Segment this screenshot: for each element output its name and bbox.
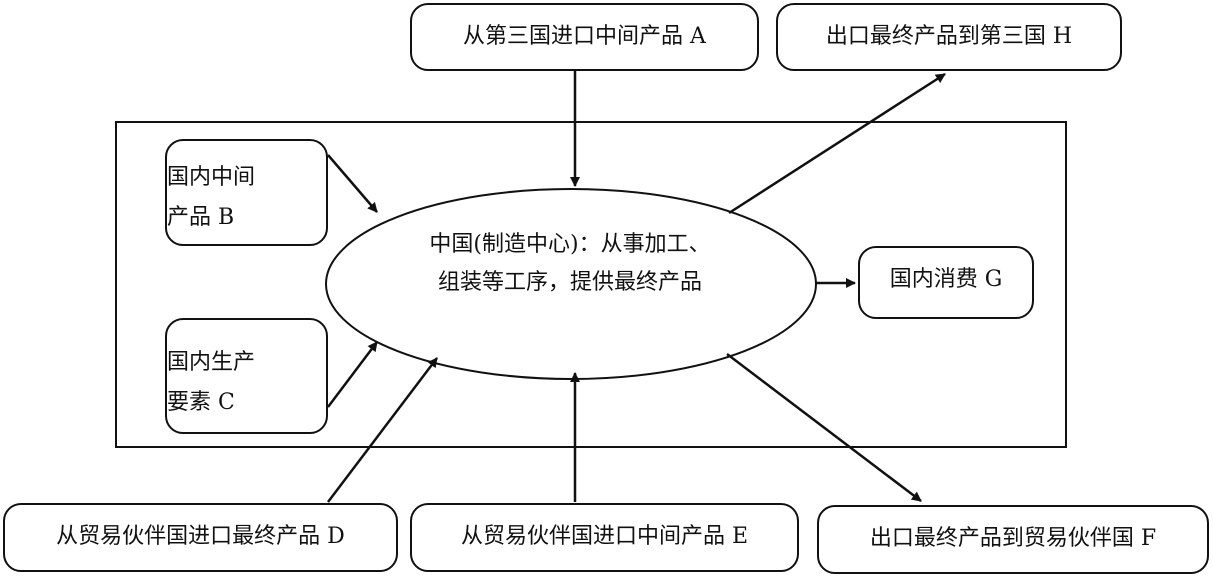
node-b-line1: 国内中间: [167, 164, 256, 190]
center-label-line2: 组装等工序，提供最终产品: [437, 270, 702, 295]
china-boundary-frame: [115, 121, 1067, 448]
node-c-line1: 国内生产: [167, 350, 256, 375]
node-g-label: 国内消费 G: [889, 266, 1003, 292]
node-e-import-intermediate-partner: 从贸易伙伴国进口中间产品 E: [410, 503, 799, 572]
node-e-label: 从贸易伙伴国进口中间产品 E: [460, 524, 749, 549]
node-d-import-final-partner: 从贸易伙伴国进口最终产品 D: [3, 503, 398, 572]
node-a-import-intermediate-third-country: 从第三国进口中间产品 A: [410, 3, 759, 71]
edge-d-to-center: [327, 357, 438, 503]
node-h-label: 出口最终产品到第三国 H: [825, 24, 1073, 49]
node-f-label: 出口最终产品到贸易伙伴国 F: [869, 526, 1157, 551]
node-b-domestic-intermediate: 国内中间 产品 B: [165, 139, 328, 246]
node-h-export-final-third-country: 出口最终产品到第三国 H: [776, 3, 1122, 71]
edge-c-to-center: [327, 341, 378, 408]
node-f-export-final-partner: 出口最终产品到贸易伙伴国 F: [817, 505, 1209, 574]
edge-center-to-f: [726, 353, 922, 502]
edge-b-to-center: [327, 154, 378, 213]
node-c-line2: 要素 C: [167, 390, 235, 415]
center-label: 中国(制造中心)：从事加工、 组装等工序，提供最终产品: [390, 226, 750, 302]
node-d-label: 从贸易伙伴国进口最终产品 D: [56, 524, 345, 549]
node-b-line2: 产品 B: [167, 204, 235, 230]
node-g-domestic-consumption: 国内消费 G: [858, 246, 1034, 319]
node-a-label: 从第三国进口中间产品 A: [463, 24, 706, 49]
node-c-domestic-factors: 国内生产 要素 C: [165, 318, 328, 434]
center-label-line1: 中国(制造中心)：从事加工、: [429, 232, 711, 257]
edge-center-to-h: [728, 72, 946, 215]
